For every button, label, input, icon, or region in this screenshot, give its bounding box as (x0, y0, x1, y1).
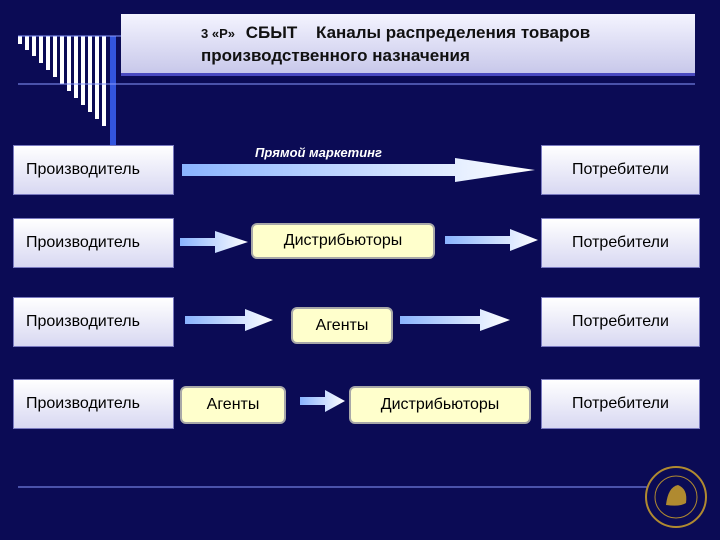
distributors-box: Дистрибьюторы (251, 223, 435, 259)
title-section: СБЫТ (245, 23, 298, 42)
arrow-row3-b (400, 309, 510, 331)
slide-title: 3 «Р» СБЫТ Каналы распределения товаров … (121, 14, 695, 76)
arrow-row2-b (445, 229, 538, 251)
agents-box-4: Агенты (180, 386, 286, 424)
university-seal-icon (645, 466, 707, 528)
producer-box-4: Производитель (13, 379, 174, 429)
producer-box-1: Производитель (13, 145, 174, 195)
consumer-box-4: Потребители (541, 379, 700, 429)
title-line2: производственного назначения (201, 46, 470, 65)
consumer-box-1: Потребители (541, 145, 700, 195)
agents-box: Агенты (291, 307, 393, 344)
title-line1: Каналы распределения товаров (315, 23, 591, 42)
arrow-row4 (300, 390, 345, 412)
consumer-box-2: Потребители (541, 218, 700, 268)
title-prefix: 3 «Р» (201, 26, 235, 41)
producer-box-2: Производитель (13, 218, 174, 268)
arrow-direct (182, 158, 535, 182)
arrow-row3-a (185, 309, 273, 331)
consumer-box-3: Потребители (541, 297, 700, 347)
distributors-box-4: Дистрибьюторы (349, 386, 531, 424)
direct-marketing-label: Прямой маркетинг (255, 145, 382, 160)
producer-box-3: Производитель (13, 297, 174, 347)
arrow-row2-a (180, 231, 248, 253)
